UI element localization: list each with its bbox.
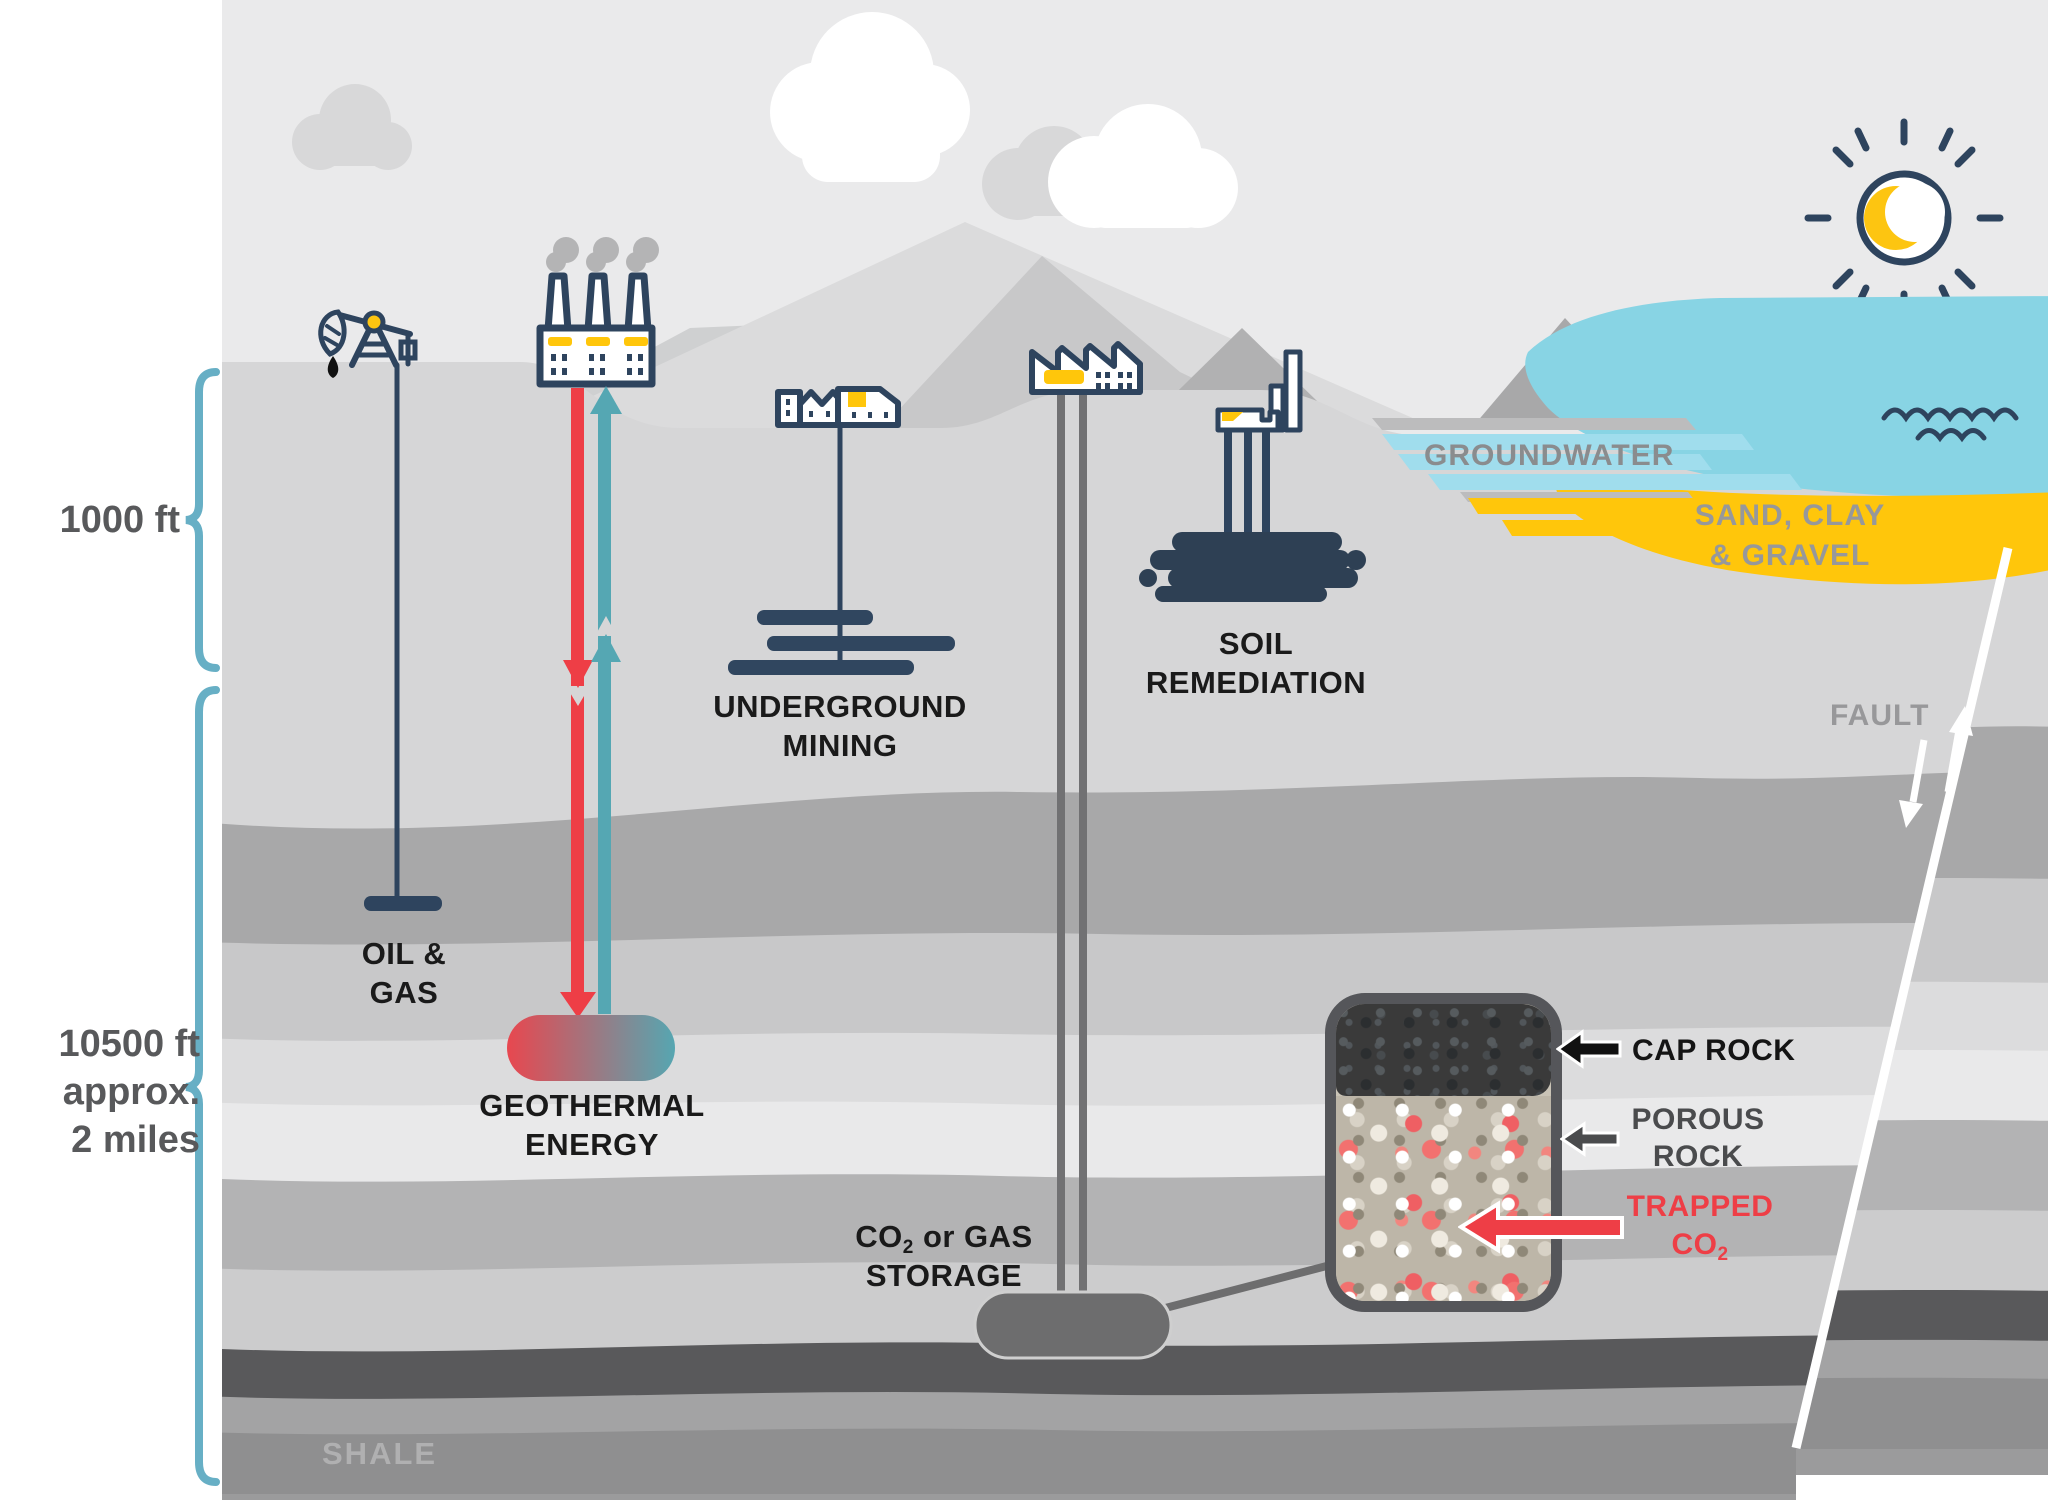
sand-clay-label-line2: & GRAVEL <box>1709 539 1871 572</box>
geothermal-reservoir <box>507 1015 675 1081</box>
cap-rock-label: CAP ROCK <box>1632 1034 1796 1067</box>
storage-co: CO <box>855 1219 903 1254</box>
pumpjack-icon <box>318 309 418 903</box>
cap-rock-arrow-icon <box>1556 1029 1622 1069</box>
cap-rock-texture <box>1336 1004 1551 1097</box>
porous-rock-texture <box>1336 1096 1551 1301</box>
sand-clay-label-line1: SAND, CLAY <box>1694 499 1886 532</box>
oil-gas-label-line2: GAS <box>369 975 439 1010</box>
geothermal-label-line1: GEOTHERMAL <box>479 1088 705 1123</box>
mining-label-line1: UNDERGROUND <box>713 689 967 724</box>
trapped-subscript: 2 <box>1717 1244 1729 1265</box>
trapped-co2-arrow-icon <box>1458 1200 1624 1254</box>
cloud-icon <box>292 84 412 170</box>
trapped-co2-label-line2: CO2 <box>1625 1229 1775 1265</box>
fault-line <box>1791 546 2013 1450</box>
cloud-icon <box>982 104 1238 228</box>
rock-sample-inset <box>1325 993 1562 1312</box>
depth-label-10500ft: 10500 ft <box>58 1023 200 1065</box>
oil-well-end <box>364 896 442 911</box>
geothermal-arrow-down <box>560 388 596 1018</box>
storage-or-gas: or GAS <box>913 1219 1033 1254</box>
mining-tunnels <box>728 610 955 675</box>
trapped-co2-label-line1: TRAPPED <box>1626 1190 1774 1223</box>
storage-subscript: 2 <box>902 1237 914 1258</box>
sand-stripes <box>1468 498 1840 536</box>
reservoir-connector <box>1148 1258 1344 1316</box>
shale-label: SHALE <box>322 1436 438 1471</box>
depth-label-2miles: 2 miles <box>71 1119 200 1161</box>
geothermal-label-line2: ENERGY <box>525 1127 659 1162</box>
treatment-plant-icon <box>1139 349 1366 602</box>
factory-icon <box>536 237 659 388</box>
groundwater-label: GROUNDWATER <box>1424 439 1675 472</box>
cloud-icon <box>770 12 970 182</box>
oil-gas-label-line1: OIL & <box>361 936 447 971</box>
porous-rock-arrow-icon <box>1560 1121 1620 1157</box>
storage-label-line1: CO2 or GAS <box>794 1219 1094 1258</box>
fault-label: FAULT <box>1830 699 1930 732</box>
storage-reservoir <box>973 1290 1173 1360</box>
depth-braces <box>185 368 220 1486</box>
city-buildings-icon <box>775 386 901 668</box>
sun-icon <box>1804 118 2004 318</box>
waves-icon <box>1881 407 2019 443</box>
trapped-co: CO <box>1671 1228 1718 1261</box>
soil-remediation-label-line1: SOIL <box>1218 626 1294 661</box>
fault-arrows <box>1899 706 1973 828</box>
porous-rock-label-line1: POROUS <box>1631 1103 1765 1136</box>
sawtooth-factory-icon <box>1029 341 1143 1300</box>
geothermal-arrow-up <box>590 386 622 1014</box>
storage-label-line2: STORAGE <box>865 1258 1023 1293</box>
mining-label-line2: MINING <box>782 728 898 763</box>
soil-remediation-label-line2: REMEDIATION <box>1145 665 1367 700</box>
depth-label-approx: approx. <box>62 1071 200 1113</box>
depth-label-1000ft: 1000 ft <box>59 499 180 541</box>
porous-rock-label-line2: ROCK <box>1652 1140 1744 1173</box>
